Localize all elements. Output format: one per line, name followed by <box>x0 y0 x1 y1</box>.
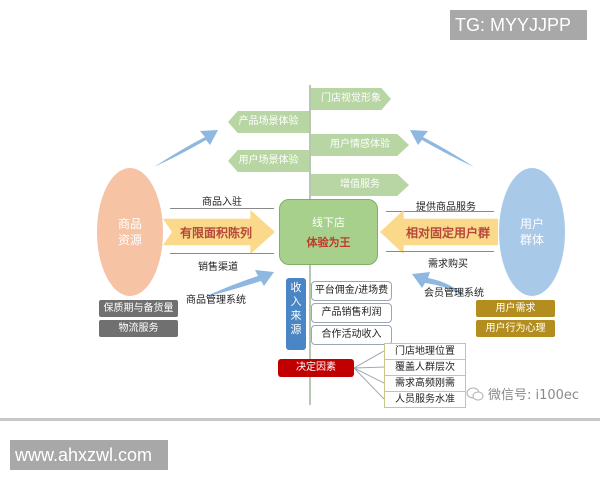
factor-connector-lines <box>354 350 385 400</box>
thin-arrow-sales-channel <box>170 253 274 254</box>
thin-arrow-provide-service <box>386 211 494 212</box>
watermark-top-right: TG: MYYJJPP <box>450 10 587 40</box>
big-arrow-limited-display-label: 有限面积陈列 <box>179 225 252 240</box>
right-oval-label-line1: 用户 <box>519 217 544 231</box>
tag-store-visual-image: 门店视觉形象 <box>311 88 391 110</box>
center-subtitle: 体验为王 <box>306 236 351 249</box>
blue-arrow-upper-left-icon <box>154 130 218 167</box>
left-oval-label-line2: 资源 <box>117 233 142 247</box>
center-title: 线下店 <box>312 216 345 229</box>
income-item-commission: 平台佣金/进场费 <box>311 281 392 301</box>
user-group-oval: 用户 群体 <box>499 168 565 296</box>
tag-logistics-service: 物流服务 <box>99 320 178 337</box>
thin-arrow-product-entry <box>170 208 274 209</box>
big-arrow-fixed-user-group: 相对固定用户群 <box>380 210 498 254</box>
offline-store-box: 线下店 体验为王 <box>279 199 378 265</box>
flow-label-demand-purchase: 需求购买 <box>428 259 468 270</box>
factor-item-staff-service: 人员服务水准 <box>384 391 466 408</box>
page-divider <box>0 418 600 421</box>
factor-item-location: 门店地理位置 <box>384 343 466 360</box>
tag-user-behavior: 用户行为心理 <box>476 320 555 337</box>
tag-user-demand: 用户需求 <box>476 300 555 317</box>
right-oval-label-line2: 群体 <box>519 233 544 247</box>
wechat-icon <box>466 387 484 400</box>
tag-product-scene-experience: 产品场景体验 <box>228 111 309 133</box>
blue-arrow-lower-right-icon <box>412 272 468 298</box>
tag-user-scene-experience: 用户场景体验 <box>228 150 309 172</box>
income-item-cooperation: 合作活动收入 <box>311 325 392 345</box>
big-arrow-limited-display: 有限面积陈列 <box>163 210 275 254</box>
tag-shelf-life-stock: 保质期与备货量 <box>99 300 178 317</box>
watermark-bottom-left: www.ahxzwl.com <box>10 440 168 470</box>
flow-label-product-entry: 商品入驻 <box>202 197 242 208</box>
wechat-watermark: 微信号: i100ec <box>466 384 579 403</box>
income-item-sales-profit: 产品销售利润 <box>311 303 392 323</box>
wechat-id-text: 微信号: i100ec <box>488 388 580 403</box>
tag-value-added-service: 增值服务 <box>311 174 409 196</box>
tag-user-emotion-experience: 用户情感体验 <box>311 134 409 156</box>
blue-arrow-lower-left-icon <box>202 270 274 298</box>
flow-label-provide-service: 提供商品服务 <box>416 202 476 213</box>
left-oval-label-line1: 商品 <box>117 217 142 231</box>
system-label-product-management: 商品管理系统 <box>186 295 246 306</box>
factor-item-demand: 需求高频刚需 <box>384 375 466 392</box>
decision-factors-label: 决定因素 <box>278 359 354 377</box>
system-label-member-management: 会员管理系统 <box>424 288 484 299</box>
income-source-text: 收入来源 <box>290 281 302 336</box>
income-source-label: 收入来源 <box>286 278 306 350</box>
blue-arrow-upper-right-icon <box>410 130 474 167</box>
flow-label-sales-channel: 销售渠道 <box>198 262 238 273</box>
product-resource-oval: 商品 资源 <box>97 168 163 296</box>
thin-arrow-demand-purchase <box>386 251 494 252</box>
factor-item-coverage: 覆盖人群层次 <box>384 359 466 376</box>
big-arrow-fixed-user-group-label: 相对固定用户群 <box>405 225 490 240</box>
